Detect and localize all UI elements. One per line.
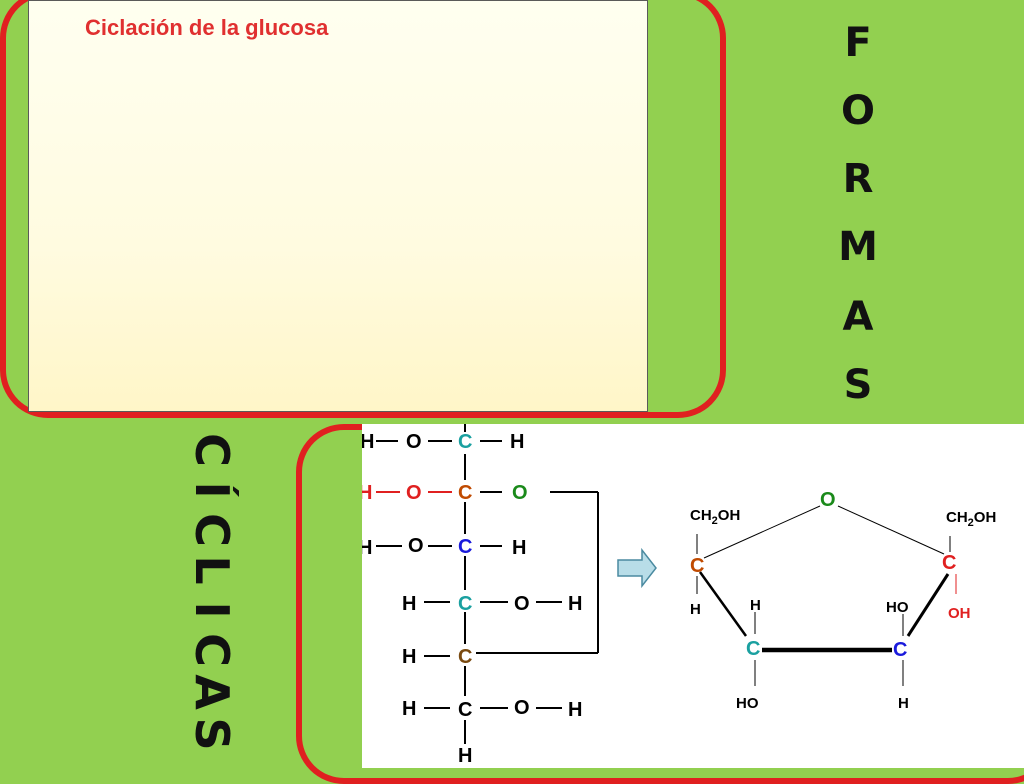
ring-c-right: C: [942, 552, 956, 574]
chain-r1-right: H: [510, 431, 524, 453]
ciclicas-letter-l: L: [185, 555, 239, 584]
ciclicas-letter-c1: C: [185, 433, 239, 467]
ciclicas-letter-c3: C: [185, 633, 239, 667]
chain-r3-right: H: [512, 537, 526, 559]
chain-r3-left: H: [362, 537, 372, 559]
ring-oxygen: O: [820, 489, 836, 511]
ring-ho-c3: HO: [886, 599, 909, 616]
ring-ho-c2: HO: [736, 695, 759, 712]
ciclicas-letter-a: A: [185, 674, 239, 710]
ring-ch2oh-left: CH2OH: [690, 507, 740, 527]
chain-r4-left: H: [402, 593, 416, 615]
ciclicas-letter-c2: C: [185, 513, 239, 547]
chain-r6-o: O: [514, 697, 530, 719]
chain-r6-h: H: [568, 699, 582, 721]
chain-bottom-h: H: [458, 745, 472, 767]
top-frame: [0, 0, 726, 418]
formas-letter-m: M: [838, 224, 878, 270]
glucose-diagram: H O C H H O C O H O C H H C O H H C H C …: [362, 424, 996, 767]
formas-letter-a: A: [842, 294, 874, 340]
ciclicas-word: C Í C L I C A S: [185, 433, 239, 750]
formas-letter-s: S: [843, 362, 873, 408]
ring-ch2oh-right: CH2OH: [946, 509, 996, 529]
ring-oh-c4: OH: [948, 605, 971, 622]
formas-letter-r: R: [842, 156, 874, 202]
diagram-panel: H O C H H O C O H O C H H C O H H C H C …: [362, 424, 1024, 768]
chain-r3-carbon: C: [458, 536, 472, 558]
ciclicas-letter-s: S: [185, 717, 239, 750]
chain-r2-left: H: [362, 482, 372, 504]
chain-r2-right-o: O: [512, 482, 528, 504]
chain-r4-o: O: [514, 593, 530, 615]
chain-r4-carbon: C: [458, 593, 472, 615]
title-panel: Ciclación de la glucosa: [28, 0, 648, 412]
ring-c-left: C: [690, 555, 704, 577]
chain-r1-o: O: [406, 431, 422, 453]
ring-h-c2: H: [750, 597, 761, 614]
chain-r2-carbon: C: [458, 482, 472, 504]
chain-r5-left: H: [402, 646, 416, 668]
chain-r2-o: O: [406, 482, 422, 504]
ring-c-bottom-left: C: [746, 638, 760, 660]
ciclicas-letter-i-accent: Í: [185, 481, 239, 498]
chain-r1-left: H: [362, 431, 374, 453]
chain-r6-carbon: C: [458, 699, 472, 721]
chain-r5-carbon: C: [458, 646, 472, 668]
arrow-right-icon: [617, 547, 657, 589]
ring-h-c1: H: [690, 601, 701, 618]
chain-r3-o: O: [408, 535, 424, 557]
ciclicas-letter-i: I: [185, 601, 239, 618]
formas-letter-o: O: [840, 88, 876, 134]
chain-r4-h: H: [568, 593, 582, 615]
formas-letter-f: F: [844, 20, 872, 66]
chain-r1-carbon: C: [458, 431, 472, 453]
panel-title: Ciclación de la glucosa: [85, 15, 329, 40]
ring-h-c3: H: [898, 695, 909, 712]
chain-r6-left: H: [402, 698, 416, 720]
ring-c-bottom-right: C: [893, 639, 907, 661]
